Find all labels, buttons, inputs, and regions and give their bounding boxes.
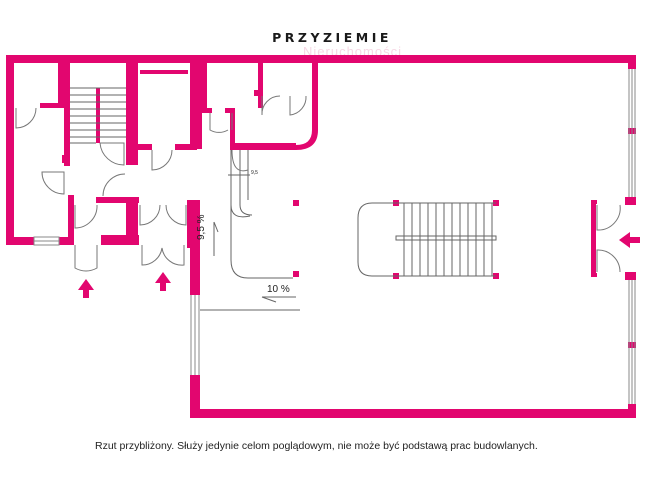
stairs-left xyxy=(70,87,126,144)
ramp-grade-left: 9,5 % xyxy=(196,214,207,240)
ramp-grade-bottom: 10 % xyxy=(267,284,290,295)
arrow-left-icon xyxy=(619,232,640,248)
windows xyxy=(33,69,636,404)
arrow-up-icon xyxy=(78,279,94,298)
disclaimer: Rzut przybliżony. Służy jedynie celom po… xyxy=(95,440,538,452)
doors xyxy=(15,95,621,273)
ramp xyxy=(200,150,300,311)
page-title: PRZYZIEMIE xyxy=(272,30,392,45)
entrance-arrows xyxy=(78,232,640,298)
stair-mark: 9,5 xyxy=(251,170,258,176)
walls xyxy=(6,55,636,418)
stairs-central xyxy=(357,202,497,277)
arrow-up-icon xyxy=(155,272,171,291)
